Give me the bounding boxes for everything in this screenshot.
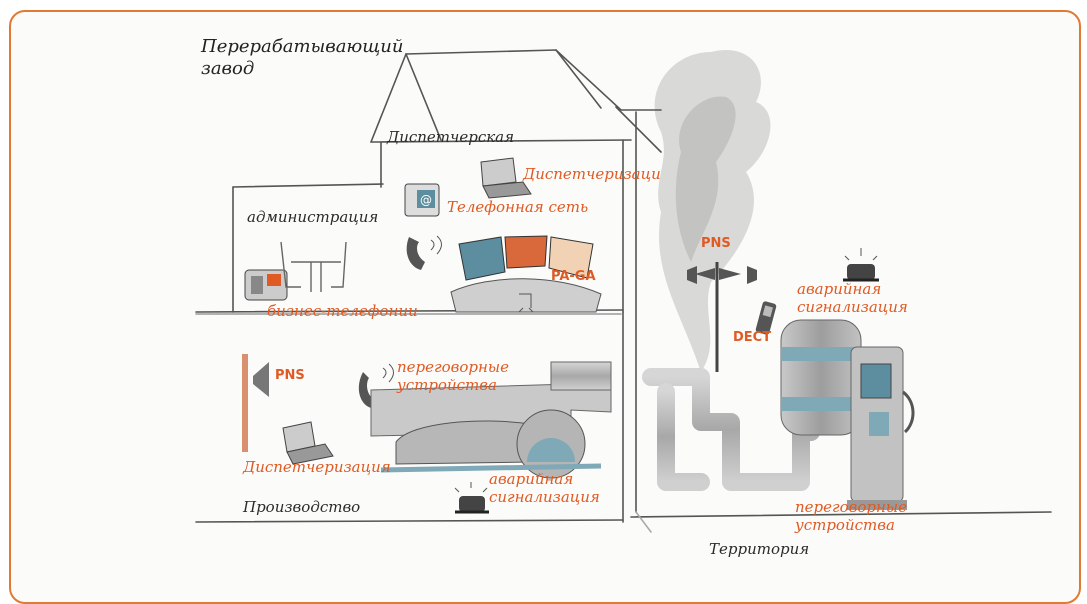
laptop-icon: [480, 157, 532, 199]
tank-icon: [780, 319, 862, 436]
table-icon: [280, 241, 347, 292]
laptop-icon: [282, 421, 334, 465]
horn-speaker-icon: [687, 262, 757, 372]
area-label-production: Производство: [243, 498, 361, 516]
desk-phone-icon: @: [404, 183, 440, 217]
label-alarm-right: аварийная сигнализация: [797, 280, 908, 316]
diagram-title: Перерабатывающий завод: [201, 36, 403, 80]
label-dispatch-bottom: Диспетчеризация: [243, 458, 391, 476]
svg-text:@: @: [420, 193, 432, 207]
label-pns-right: PNS: [701, 236, 731, 251]
desk-phone-icon: [244, 269, 288, 301]
title-line-1: Перерабатывающий: [201, 36, 404, 57]
wall-speaker-icon: [242, 354, 269, 452]
beacon-light-icon: [843, 248, 879, 282]
machine-icon: [370, 361, 612, 479]
beacon-light-icon: [454, 482, 489, 514]
label-telephone-network: Телефонная сеть: [447, 198, 589, 216]
handset-icon: [406, 235, 442, 270]
pump-column-icon: [847, 346, 915, 510]
label-dispatch-top: Диспетчеризаци: [523, 165, 661, 183]
chair-icon: [518, 293, 534, 313]
area-label-territory: Территория: [709, 540, 810, 558]
monitor-wall-icon: [450, 235, 602, 313]
label-dect: DECT: [733, 330, 772, 345]
smoke-icon: [654, 50, 771, 372]
pipe-icon: [642, 368, 820, 491]
label-alarm-mid: аварийная сигнализация: [489, 470, 600, 506]
label-business-phones: бизнес-телефонии: [267, 302, 418, 320]
area-label-control-room: Диспетчерская: [387, 128, 515, 146]
label-pa-ga: PA-GA: [551, 269, 596, 284]
dect-phone-icon: [755, 301, 777, 335]
title-line-2: завод: [201, 58, 255, 79]
label-intercoms-right: переговорные устройства: [795, 498, 907, 534]
scene-illustration: @: [195, 49, 1052, 533]
diagram-frame: @: [9, 10, 1081, 604]
label-pns-left: PNS: [275, 368, 305, 383]
area-label-administration: администрация: [247, 208, 379, 226]
label-intercoms-mid: переговорные устройства: [397, 358, 509, 394]
